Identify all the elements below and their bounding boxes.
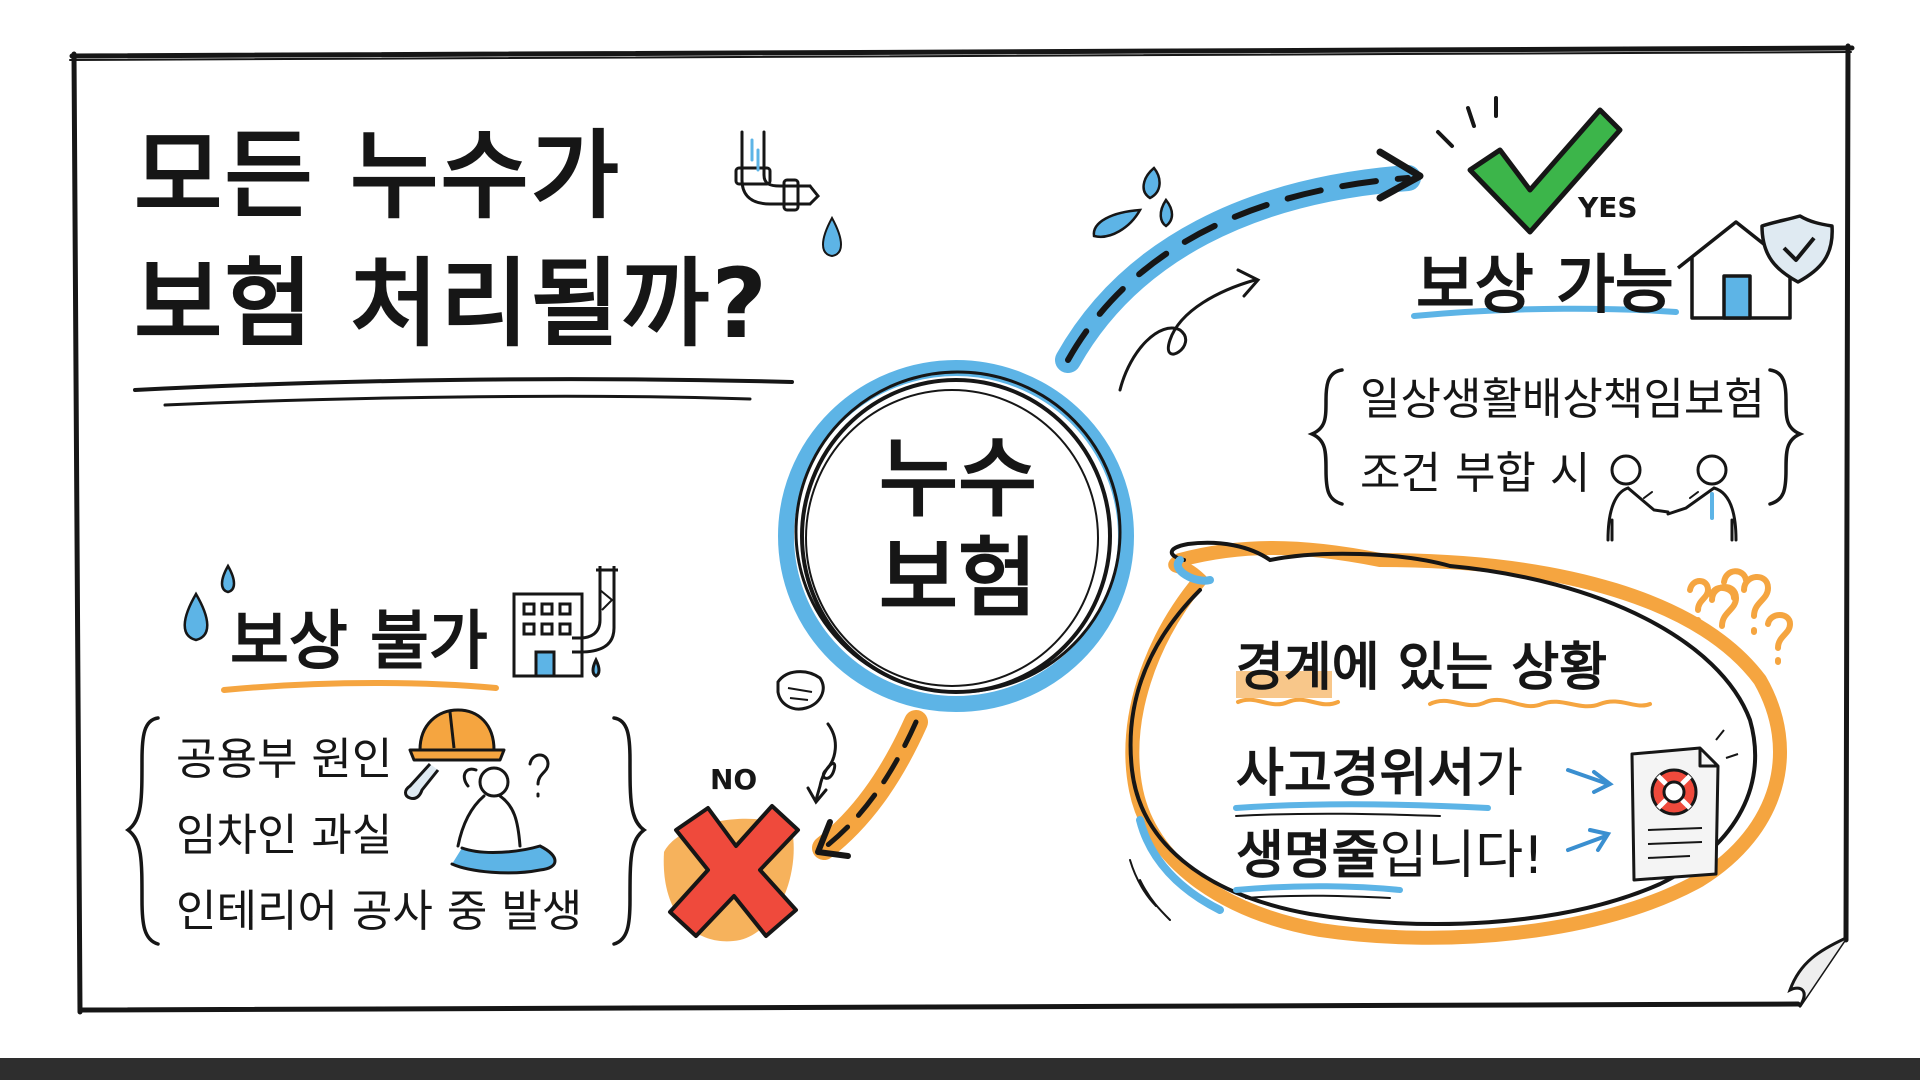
water-splash-icon [1092,166,1174,239]
bubble-line-3-rest: 입니다! [1379,826,1544,886]
document-lifebuoy-icon [1630,729,1739,882]
title-underline [133,377,794,407]
question-marks-icon [1687,568,1794,665]
handshake-icon [1606,454,1738,542]
no-heading: 보상 불가 [230,605,488,679]
center-label-line-2: 보험 [878,529,1038,629]
bubble-line-1: 경계에 있는 상황 [1236,638,1607,698]
center-label-line-1: 누수 [878,429,1038,529]
no-braces [124,716,648,946]
bubble-line-1-rest: 에 있는 상황 [1331,638,1608,698]
central-circle [778,360,1134,712]
red-x-icon [663,804,800,942]
check-mark-icon [1436,96,1623,235]
bubble-highlight-boundary: 경계 [1236,638,1332,698]
no-item-3: 인테리어 공사 중 발생 [176,886,583,937]
yes-item-2: 조건 부합 시 [1360,448,1591,499]
no-tag: NO [710,763,758,796]
infographic-canvas: 모든 누수가 보험 처리될까? 누수 보험 YES 보상 가능 일상생활배상책임… [0,0,1920,1058]
bubble-line-2: 사고경위서가 [1236,748,1523,800]
bubble-highlight-report: 사고경위서 [1236,744,1476,804]
yes-tag: YES [1578,191,1638,224]
no-arrow [806,710,928,860]
page-title-line-2: 보험 처리될까? [134,248,770,360]
confused-person-icon [450,753,557,875]
hard-hat-wrench-icon [404,708,506,800]
yes-item-1: 일상생활배상책임보험 [1360,374,1765,425]
house-shield-icon [1676,214,1834,320]
no-item-1: 공용부 원인 [176,734,393,785]
bubble-line-3: 생명줄입니다! [1236,830,1544,882]
no-item-2: 임차인 과실 [176,810,393,861]
frame-border [69,43,1855,1015]
bubble-line-2-rest: 가 [1475,744,1524,804]
leaking-pipe-icon [734,130,842,258]
bubble-highlight-lifeline: 생명줄 [1236,826,1380,886]
yes-heading-underline [1411,305,1679,319]
no-heading-underline [221,680,499,693]
yes-heading: 보상 가능 [1416,249,1674,323]
loose-fitting-icon [776,670,825,711]
page-title-line-1: 모든 누수가 [134,120,622,232]
building-pipe-icon [512,566,618,678]
document-arrows [1566,768,1614,852]
yes-arrow [1055,148,1424,392]
bubble-underlines [1233,697,1652,899]
water-drop-icon [183,563,236,642]
yes-braces [1307,368,1805,506]
